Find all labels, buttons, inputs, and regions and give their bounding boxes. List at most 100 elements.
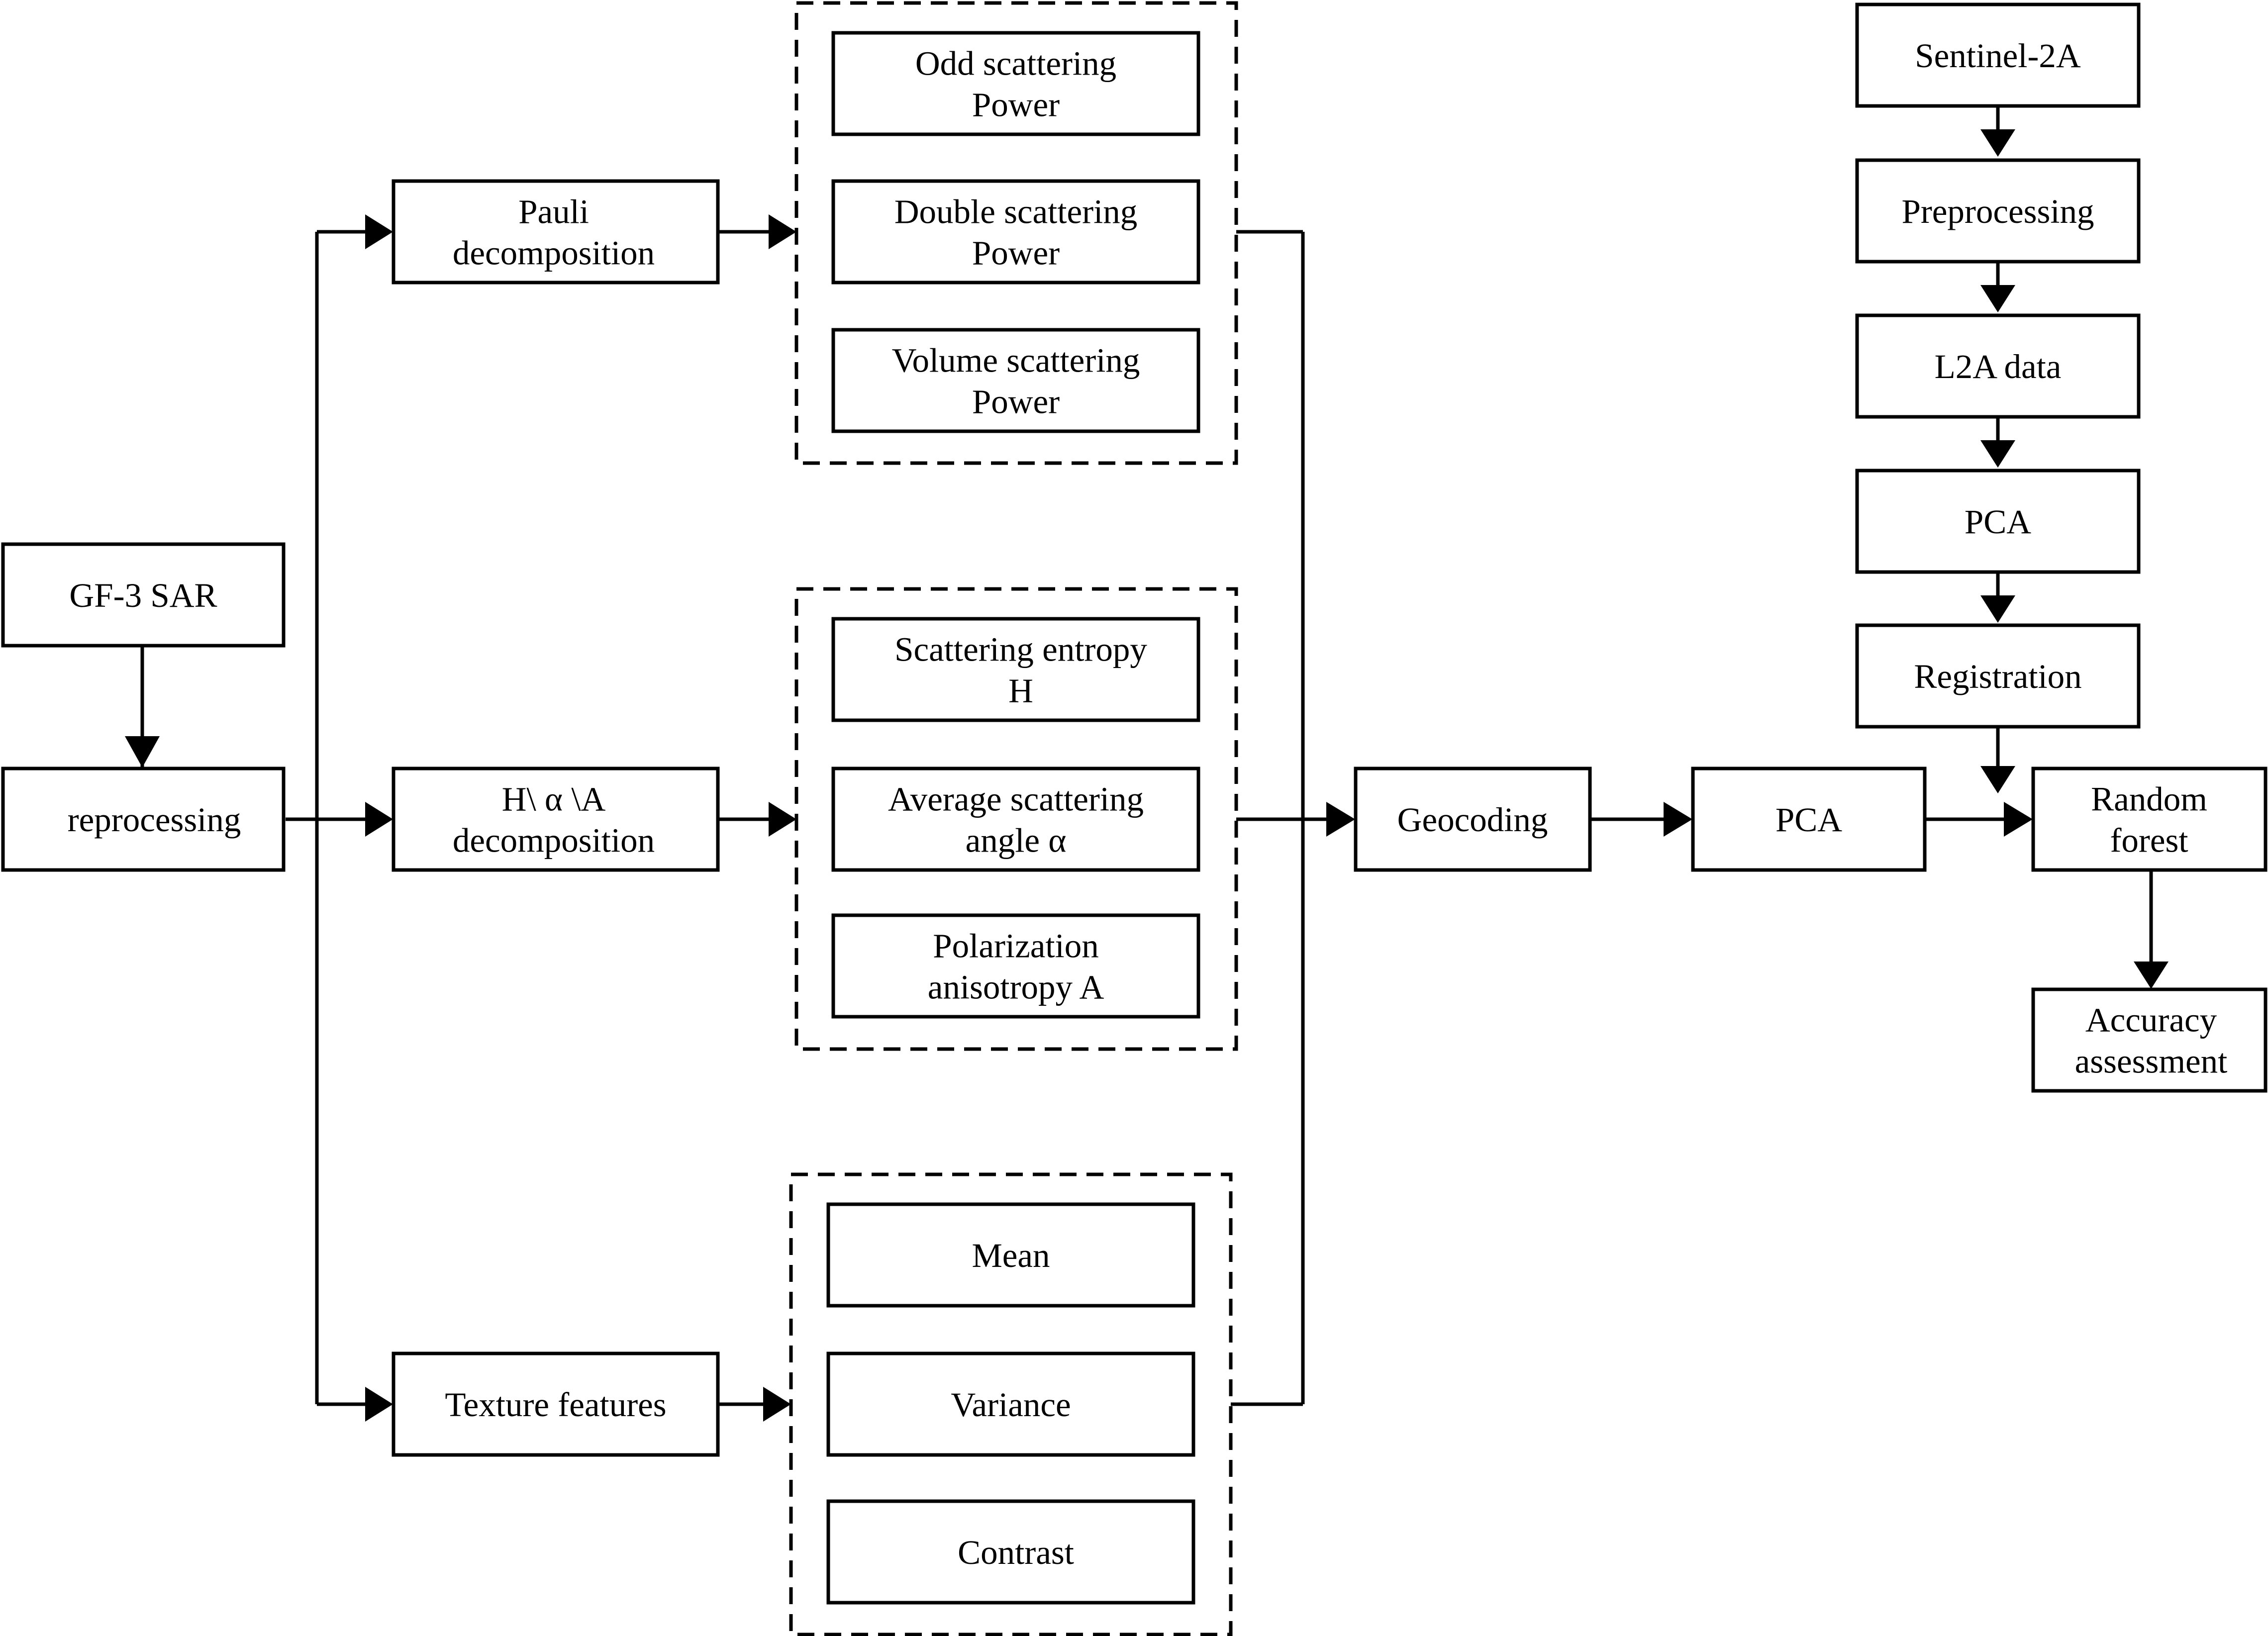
arrowhead-texture	[365, 1387, 393, 1422]
h-alpha-a-line-2: decomposition	[453, 822, 655, 860]
preprocessing-line-1: Preprocessing	[1901, 192, 2094, 230]
sentinel-line-1: Sentinel-2A	[1915, 37, 2081, 75]
l2a-line-1: L2A data	[1935, 348, 2062, 385]
registration-line-1: Registration	[1914, 658, 2081, 695]
arrowhead-accuracy	[2134, 962, 2169, 989]
avg-angle-line-1: Average scattering	[888, 780, 1144, 818]
registration-box: Registration	[1855, 623, 2141, 729]
arrowhead-texture-group	[763, 1387, 791, 1422]
pca-main-box: PCA	[1691, 767, 1927, 872]
avg-angle-line-2: angle α	[966, 822, 1067, 860]
mean-line-1: Mean	[972, 1237, 1050, 1274]
volume-line-2: Power	[972, 383, 1060, 421]
entropy-line-1: Scattering entropy	[894, 631, 1147, 669]
variance-box: Variance	[826, 1351, 1195, 1457]
sentinel-2a-box: Sentinel-2A	[1855, 2, 2141, 108]
geocoding-label: Geocoding	[1397, 801, 1548, 839]
arrowhead-reprocessing	[125, 736, 160, 768]
h-alpha-a-decomposition-box: H\ α \A decomposition	[392, 767, 720, 872]
arrowhead-pca-s2	[1980, 440, 2015, 468]
pauli-components-group	[794, 1, 1238, 465]
arrowhead-pauli	[365, 214, 393, 249]
texture-features-label: Texture features	[445, 1386, 666, 1424]
volume-line-1: Volume scattering	[892, 342, 1140, 380]
arrowhead-registration	[1980, 595, 2015, 623]
pca-s2-line-1: PCA	[1965, 503, 2031, 541]
arrowhead-geocoding	[1326, 802, 1355, 837]
contrast-box: Contrast	[826, 1499, 1195, 1605]
texture-line-1: Texture features	[445, 1386, 666, 1424]
gf3-sar-line-1: GF-3 SAR	[69, 577, 217, 614]
preprocessing-box: Preprocessing	[1855, 158, 2141, 264]
average-scattering-angle-box: Average scattering angle α	[831, 767, 1200, 872]
pauli-line-2: decomposition	[453, 234, 655, 272]
random-forest-box: Random forest	[2031, 767, 2268, 872]
pca-s2-label: PCA	[1965, 503, 2031, 541]
reprocessing-line-1: reprocessing	[68, 801, 241, 839]
pca-main-label: PCA	[1775, 801, 1842, 839]
average-scattering-angle-label: Average scattering angle α	[888, 780, 1144, 860]
l2a-data-label: L2A data	[1935, 348, 2062, 385]
contrast-label: Contrast	[958, 1534, 1074, 1571]
reprocessing-box: reprocessing	[1, 767, 286, 872]
h-alpha-a-line-1: H\ α \A	[502, 780, 606, 818]
pauli-line-1: Pauli	[518, 193, 589, 231]
texture-components-group	[789, 1172, 1233, 1636]
connectors	[125, 107, 2169, 1422]
accuracy-assessment-label: Accuracy assessment	[2075, 1001, 2228, 1080]
contrast-line-1: Contrast	[958, 1534, 1074, 1571]
anisotropy-line-1: Polarization	[933, 927, 1098, 965]
arrowhead-l2a	[1980, 285, 2015, 312]
arrowhead-random-forest-left	[2004, 802, 2033, 837]
geocoding-line-1: Geocoding	[1397, 801, 1548, 839]
arrowhead-random-forest-top	[1980, 766, 2015, 793]
random-forest-line-2: forest	[2110, 822, 2188, 860]
arrowhead-preprocessing	[1980, 129, 2015, 157]
registration-label: Registration	[1914, 658, 2081, 695]
arrowhead-pca-main	[1664, 802, 1692, 837]
accuracy-line-1: Accuracy	[2085, 1001, 2217, 1039]
entropy-line-2: H	[1008, 672, 1033, 710]
pca-s2-box: PCA	[1855, 469, 2141, 574]
sentinel-2a-label: Sentinel-2A	[1915, 37, 2081, 75]
h-alpha-a-decomposition-label: H\ α \A decomposition	[453, 780, 655, 860]
variance-line-1: Variance	[951, 1386, 1071, 1424]
accuracy-line-2: assessment	[2075, 1043, 2228, 1080]
gf3-sar-box: GF-3 SAR	[1, 542, 286, 648]
arrowhead-halpha-group	[769, 802, 796, 837]
preprocessing-label: Preprocessing	[1901, 192, 2094, 230]
texture-features-box: Texture features	[392, 1351, 720, 1457]
anisotropy-line-2: anisotropy A	[928, 968, 1104, 1006]
l2a-data-box: L2A data	[1855, 313, 2141, 419]
random-forest-label: Random forest	[2091, 780, 2207, 860]
arrowhead-halpha	[365, 802, 393, 837]
geocoding-box: Geocoding	[1354, 767, 1592, 872]
pca-main-line-1: PCA	[1775, 801, 1842, 839]
double-line-1: Double scattering	[894, 193, 1138, 231]
variance-label: Variance	[951, 1386, 1071, 1424]
odd-line-1: Odd scattering	[915, 45, 1116, 83]
h-alpha-a-components-group	[794, 587, 1238, 1051]
mean-box: Mean	[826, 1202, 1195, 1308]
random-forest-line-1: Random	[2091, 780, 2207, 818]
gf3-sar-label: GF-3 SAR	[69, 577, 217, 614]
double-line-2: Power	[972, 234, 1060, 272]
reprocessing-label: reprocessing	[68, 801, 241, 839]
odd-line-2: Power	[972, 86, 1060, 124]
arrowhead-pauli-group	[769, 214, 796, 249]
mean-label: Mean	[972, 1237, 1050, 1274]
accuracy-assessment-box: Accuracy assessment	[2031, 987, 2268, 1093]
